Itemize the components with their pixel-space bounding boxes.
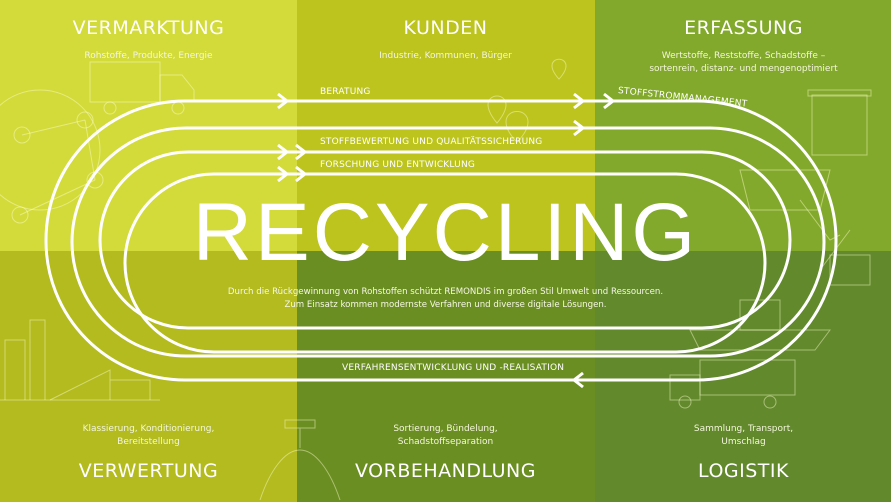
title-vorbehandlung: VORBEHANDLUNG (355, 460, 536, 482)
track-label-forschung: FORSCHUNG UND ENTWICKLUNG (320, 160, 476, 170)
track-loop-inner (123, 172, 767, 354)
subtitle-line: Wertstoffe, Reststoffe, Schadstoffe – (661, 51, 826, 61)
recycling-description: Durch die Rückgewinnung von Rohstoffen s… (0, 286, 891, 312)
track-label-verfahren: VERFAHRENSENTWICKLUNG UND -REALISATION (342, 363, 565, 373)
track-loop-3 (98, 150, 792, 330)
subtitle-vorbehandlung: Sortierung, Bündelung, Schadstoffseparati… (297, 423, 594, 449)
subtitle-line: Klassierung, Konditionierung, (82, 424, 215, 434)
subtitle-vermarktung: Rohstoffe, Produkte, Energie (84, 51, 213, 61)
subtitle-line: Umschlag (721, 437, 766, 447)
description-line: Zum Einsatz kommen modernste Verfahren u… (284, 300, 607, 310)
title-kunden: KUNDEN (403, 17, 488, 39)
track-label-stoffbewertung: STOFFBEWERTUNG UND QUALITÄTSSICHERUNG (320, 137, 543, 147)
description-line: Durch die Rückgewinnung von Rohstoffen s… (227, 287, 664, 297)
quadrant-vorbehandlung (297, 251, 595, 502)
title-erfassung: ERFASSUNG (684, 17, 803, 39)
subtitle-line: Bereitstellung (117, 437, 180, 447)
arrow-icons (277, 92, 616, 389)
track-label-beratung: BERATUNG (320, 87, 371, 97)
title-vermarktung: VERMARKTUNG (72, 17, 225, 39)
factory-icon (0, 319, 160, 401)
truck-icon (89, 61, 195, 115)
dump-truck-icon (669, 359, 796, 409)
subtitle-logistik: Sammlung, Transport, Umschlag (595, 423, 891, 449)
subtitle-line: Sortierung, Bündelung, (393, 424, 498, 434)
track-loop-outer (44, 99, 838, 382)
title-verwertung: VERWERTUNG (78, 460, 219, 482)
quadrant-erfassung (595, 0, 891, 251)
quadrant-kunden (297, 0, 595, 251)
subtitle-line: Schadstoffseparation (397, 437, 494, 447)
track-loop-2 (70, 126, 826, 358)
title-logistik: LOGISTIK (698, 460, 789, 482)
subtitle-line: Sammlung, Transport, (693, 424, 794, 434)
subtitle-line: sortenrein, distanz- und mengenoptimiert (649, 64, 838, 74)
subtitle-erfassung: Wertstoffe, Reststoffe, Schadstoffe – sor… (595, 50, 891, 76)
network-icon (0, 89, 104, 224)
subtitle-verwertung: Klassierung, Konditionierung, Bereitstell… (0, 423, 297, 449)
location-pin-icon (487, 58, 567, 143)
recycling-heading: RECYCLING (192, 187, 699, 278)
shredder-icon (259, 419, 341, 501)
subtitle-kunden: Industrie, Kommunen, Bürger (379, 51, 512, 61)
quadrant-logistik (595, 251, 891, 502)
